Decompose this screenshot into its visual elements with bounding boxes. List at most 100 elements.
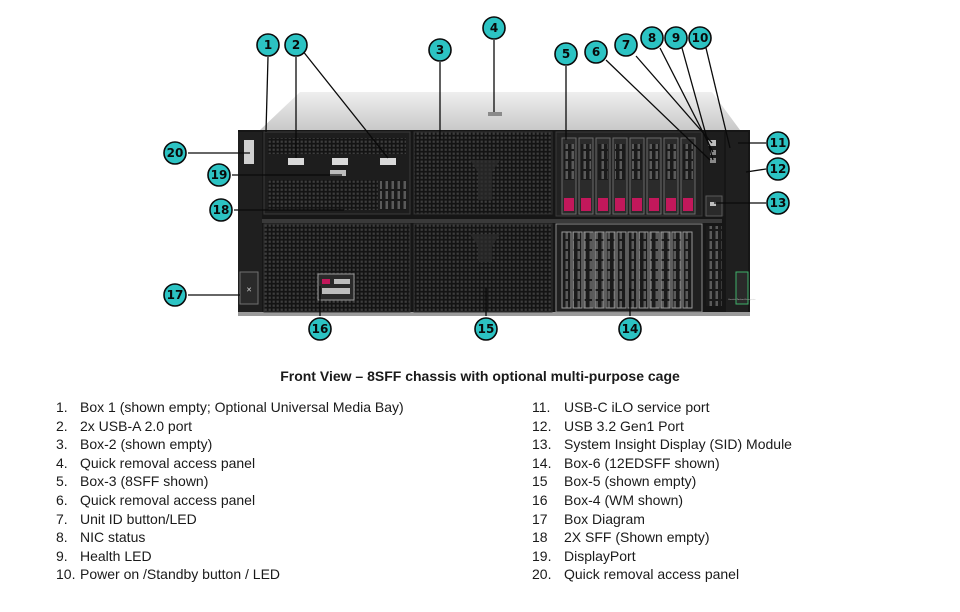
sff-drive[interactable] <box>578 137 594 215</box>
legend-text: USB-C iLO service port <box>564 399 710 415</box>
edsff-drive[interactable] <box>627 231 638 309</box>
callout: 18 <box>209 198 233 222</box>
callout-number: 19 <box>211 168 228 182</box>
legend-number: 16 <box>532 491 548 508</box>
right-rack-ear <box>726 132 748 312</box>
legend-number: 19. <box>532 547 552 564</box>
callout: 6 <box>584 40 608 64</box>
displayport[interactable] <box>330 170 346 176</box>
callout-number: 3 <box>436 43 444 57</box>
right-ear-vents <box>706 226 722 306</box>
callout: 2 <box>284 33 308 57</box>
edsff-drive[interactable] <box>594 231 605 309</box>
callout: 4 <box>482 16 506 40</box>
legend-text: Power on /Standby button / LED <box>80 566 281 583</box>
legend-text: DisplayPort <box>564 547 636 564</box>
callout: 5 <box>554 42 578 66</box>
sff-drive-bays <box>561 137 696 215</box>
usb-a-port-1[interactable] <box>288 158 304 165</box>
legend-right: 11.USB-C iLO service port 12.USB 3.2 Gen… <box>532 398 792 584</box>
edsff-drive[interactable] <box>638 231 649 309</box>
edsff-drive[interactable] <box>616 231 627 309</box>
legend-item: 7. Unit ID button/LED <box>56 510 404 529</box>
legend-item: 6.Quick removal access panel <box>56 491 404 510</box>
callout-number: 18 <box>213 203 230 217</box>
edsff-drive[interactable] <box>660 231 671 309</box>
callout: 9 <box>664 26 688 50</box>
edsff-drive[interactable] <box>671 231 682 309</box>
front-panel-strip <box>704 132 724 216</box>
legend-item: 2.2x USB-A 2.0 port <box>56 417 404 436</box>
box-diagram-tag <box>239 271 259 305</box>
legend-text: Box-2 (shown empty) <box>80 436 213 453</box>
sff-drive[interactable] <box>646 137 662 215</box>
callout-number: 14 <box>622 322 639 336</box>
callout-number: 12 <box>770 162 787 176</box>
legend-text: Quick removal access panel <box>564 566 740 583</box>
legend-item: 4. Quick removal access panel <box>56 454 404 473</box>
edsff-drive[interactable] <box>583 231 594 309</box>
legend-number: 11. <box>532 399 551 415</box>
hpe-logo-badge <box>735 271 749 305</box>
legend-number: 7. <box>56 510 68 527</box>
callout: 12 <box>766 157 790 181</box>
edsff-drive[interactable] <box>605 231 616 309</box>
legend-text: USB 3.2 Gen1 Port <box>564 417 684 434</box>
box-2-faint-logo <box>470 160 500 200</box>
callout: 8 <box>640 26 664 50</box>
legend-number: 14. <box>532 454 552 471</box>
legend-text: System Insight Display (SID) Module <box>564 436 792 453</box>
sff-drive[interactable] <box>663 137 679 215</box>
edsff-drive[interactable] <box>682 231 693 309</box>
server-brand-label: Hewlett Packard Enterprise <box>728 298 756 301</box>
legend-number: 8. <box>56 529 68 546</box>
svg-text:✕: ✕ <box>246 286 252 294</box>
legend-text: NIC status <box>80 529 146 546</box>
callout-number: 15 <box>478 322 495 336</box>
callout: 1 <box>256 33 280 57</box>
legend-item: 19. DisplayPort <box>532 547 792 566</box>
legend-number: 5. <box>56 473 68 490</box>
legend-item: 13. System Insight Display (SID) Module <box>532 435 792 454</box>
figure-caption: Front View – 8SFF chassis with optional … <box>280 368 680 384</box>
legend-number: 4. <box>56 454 68 471</box>
universal-media-bay-grille <box>268 138 406 154</box>
sff-drive[interactable] <box>612 137 628 215</box>
legend-number: 9. <box>56 547 68 564</box>
edsff-drive[interactable] <box>572 231 583 309</box>
legend-item: 8. NIC status <box>56 528 404 547</box>
sff-drive[interactable] <box>561 137 577 215</box>
legend-number: 13. <box>532 436 552 453</box>
edsff-drive-bays <box>561 231 693 309</box>
callout: 16 <box>308 317 332 341</box>
sff-drive[interactable] <box>595 137 611 215</box>
sff-drive[interactable] <box>680 137 696 215</box>
server-front-diagram: ✕ Hewlett Packard Enterprise <box>163 16 790 341</box>
edsff-drive[interactable] <box>649 231 660 309</box>
legend-number: 20. <box>532 566 552 583</box>
chassis-divider <box>262 219 722 223</box>
legend-text: Quick removal access panel <box>80 454 256 471</box>
usb-a-port-2[interactable] <box>332 158 348 165</box>
callout-number: 1 <box>264 38 272 52</box>
legend-text: Box Diagram <box>564 510 645 527</box>
callout: 20 <box>163 141 187 165</box>
edsff-drive[interactable] <box>561 231 572 309</box>
usb-a-port-3[interactable] <box>380 158 396 165</box>
legend-item: 9.Health LED <box>56 547 404 566</box>
legend-text: Unit ID button/LED <box>80 510 197 527</box>
callout: 11 <box>766 131 790 155</box>
legend-number: 10. <box>56 566 76 583</box>
callout-number: 13 <box>770 196 787 210</box>
callout-number: 8 <box>648 31 656 45</box>
sff-drive[interactable] <box>629 137 645 215</box>
sff-2x-cage <box>268 180 378 210</box>
sid-module-button[interactable] <box>710 202 716 206</box>
legend-item: 3.Box-2 (shown empty) <box>56 435 404 454</box>
wm-module <box>317 273 355 301</box>
legend-text: 2X SFF (Shown empty) <box>564 529 710 546</box>
callout: 13 <box>766 191 790 215</box>
